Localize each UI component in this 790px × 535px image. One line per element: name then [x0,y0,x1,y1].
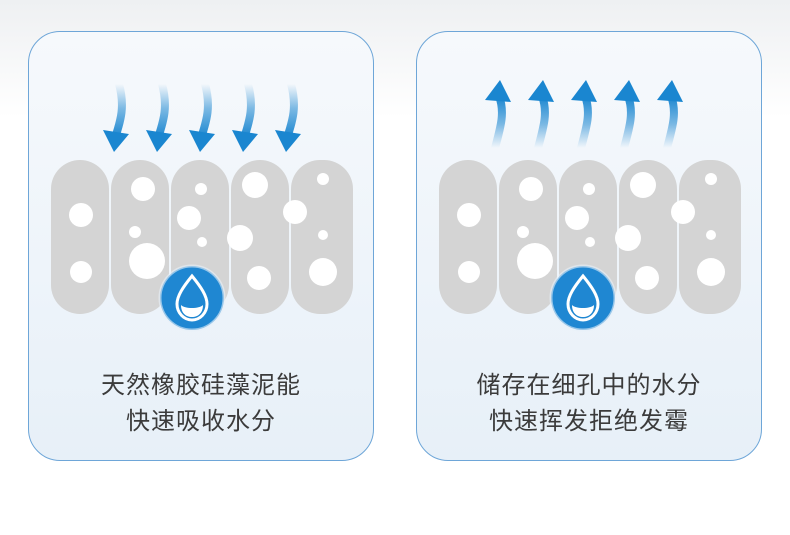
arrow-up-icon [614,80,640,152]
evaporate-illustration [439,80,741,332]
arrow-up-icon [657,80,683,152]
caption-line: 储存在细孔中的水分 [476,371,702,399]
evaporate-caption: 储存在细孔中的水分 快速挥发拒绝发霉 [417,367,761,439]
up-arrows [485,80,683,152]
down-arrows [103,80,301,152]
arrow-down-icon [146,80,172,152]
absorb-panel: 天然橡胶硅藻泥能 快速吸收水分 [28,31,374,461]
absorb-illustration [51,80,353,332]
caption-line: 快速吸收水分 [126,407,276,435]
caption-line: 天然橡胶硅藻泥能 [101,371,301,399]
arrow-down-icon [103,80,129,152]
arrow-up-icon [485,80,511,152]
evaporate-panel: 储存在细孔中的水分 快速挥发拒绝发霉 [416,31,762,461]
water-drop-icon [549,264,617,332]
absorb-caption: 天然橡胶硅藻泥能 快速吸收水分 [29,367,373,439]
water-drop-icon [158,264,226,332]
caption-line: 快速挥发拒绝发霉 [489,407,689,435]
arrow-up-icon [571,80,597,152]
arrow-down-icon [189,80,215,152]
arrow-down-icon [275,80,301,152]
arrow-down-icon [232,80,258,152]
arrow-up-icon [528,80,554,152]
